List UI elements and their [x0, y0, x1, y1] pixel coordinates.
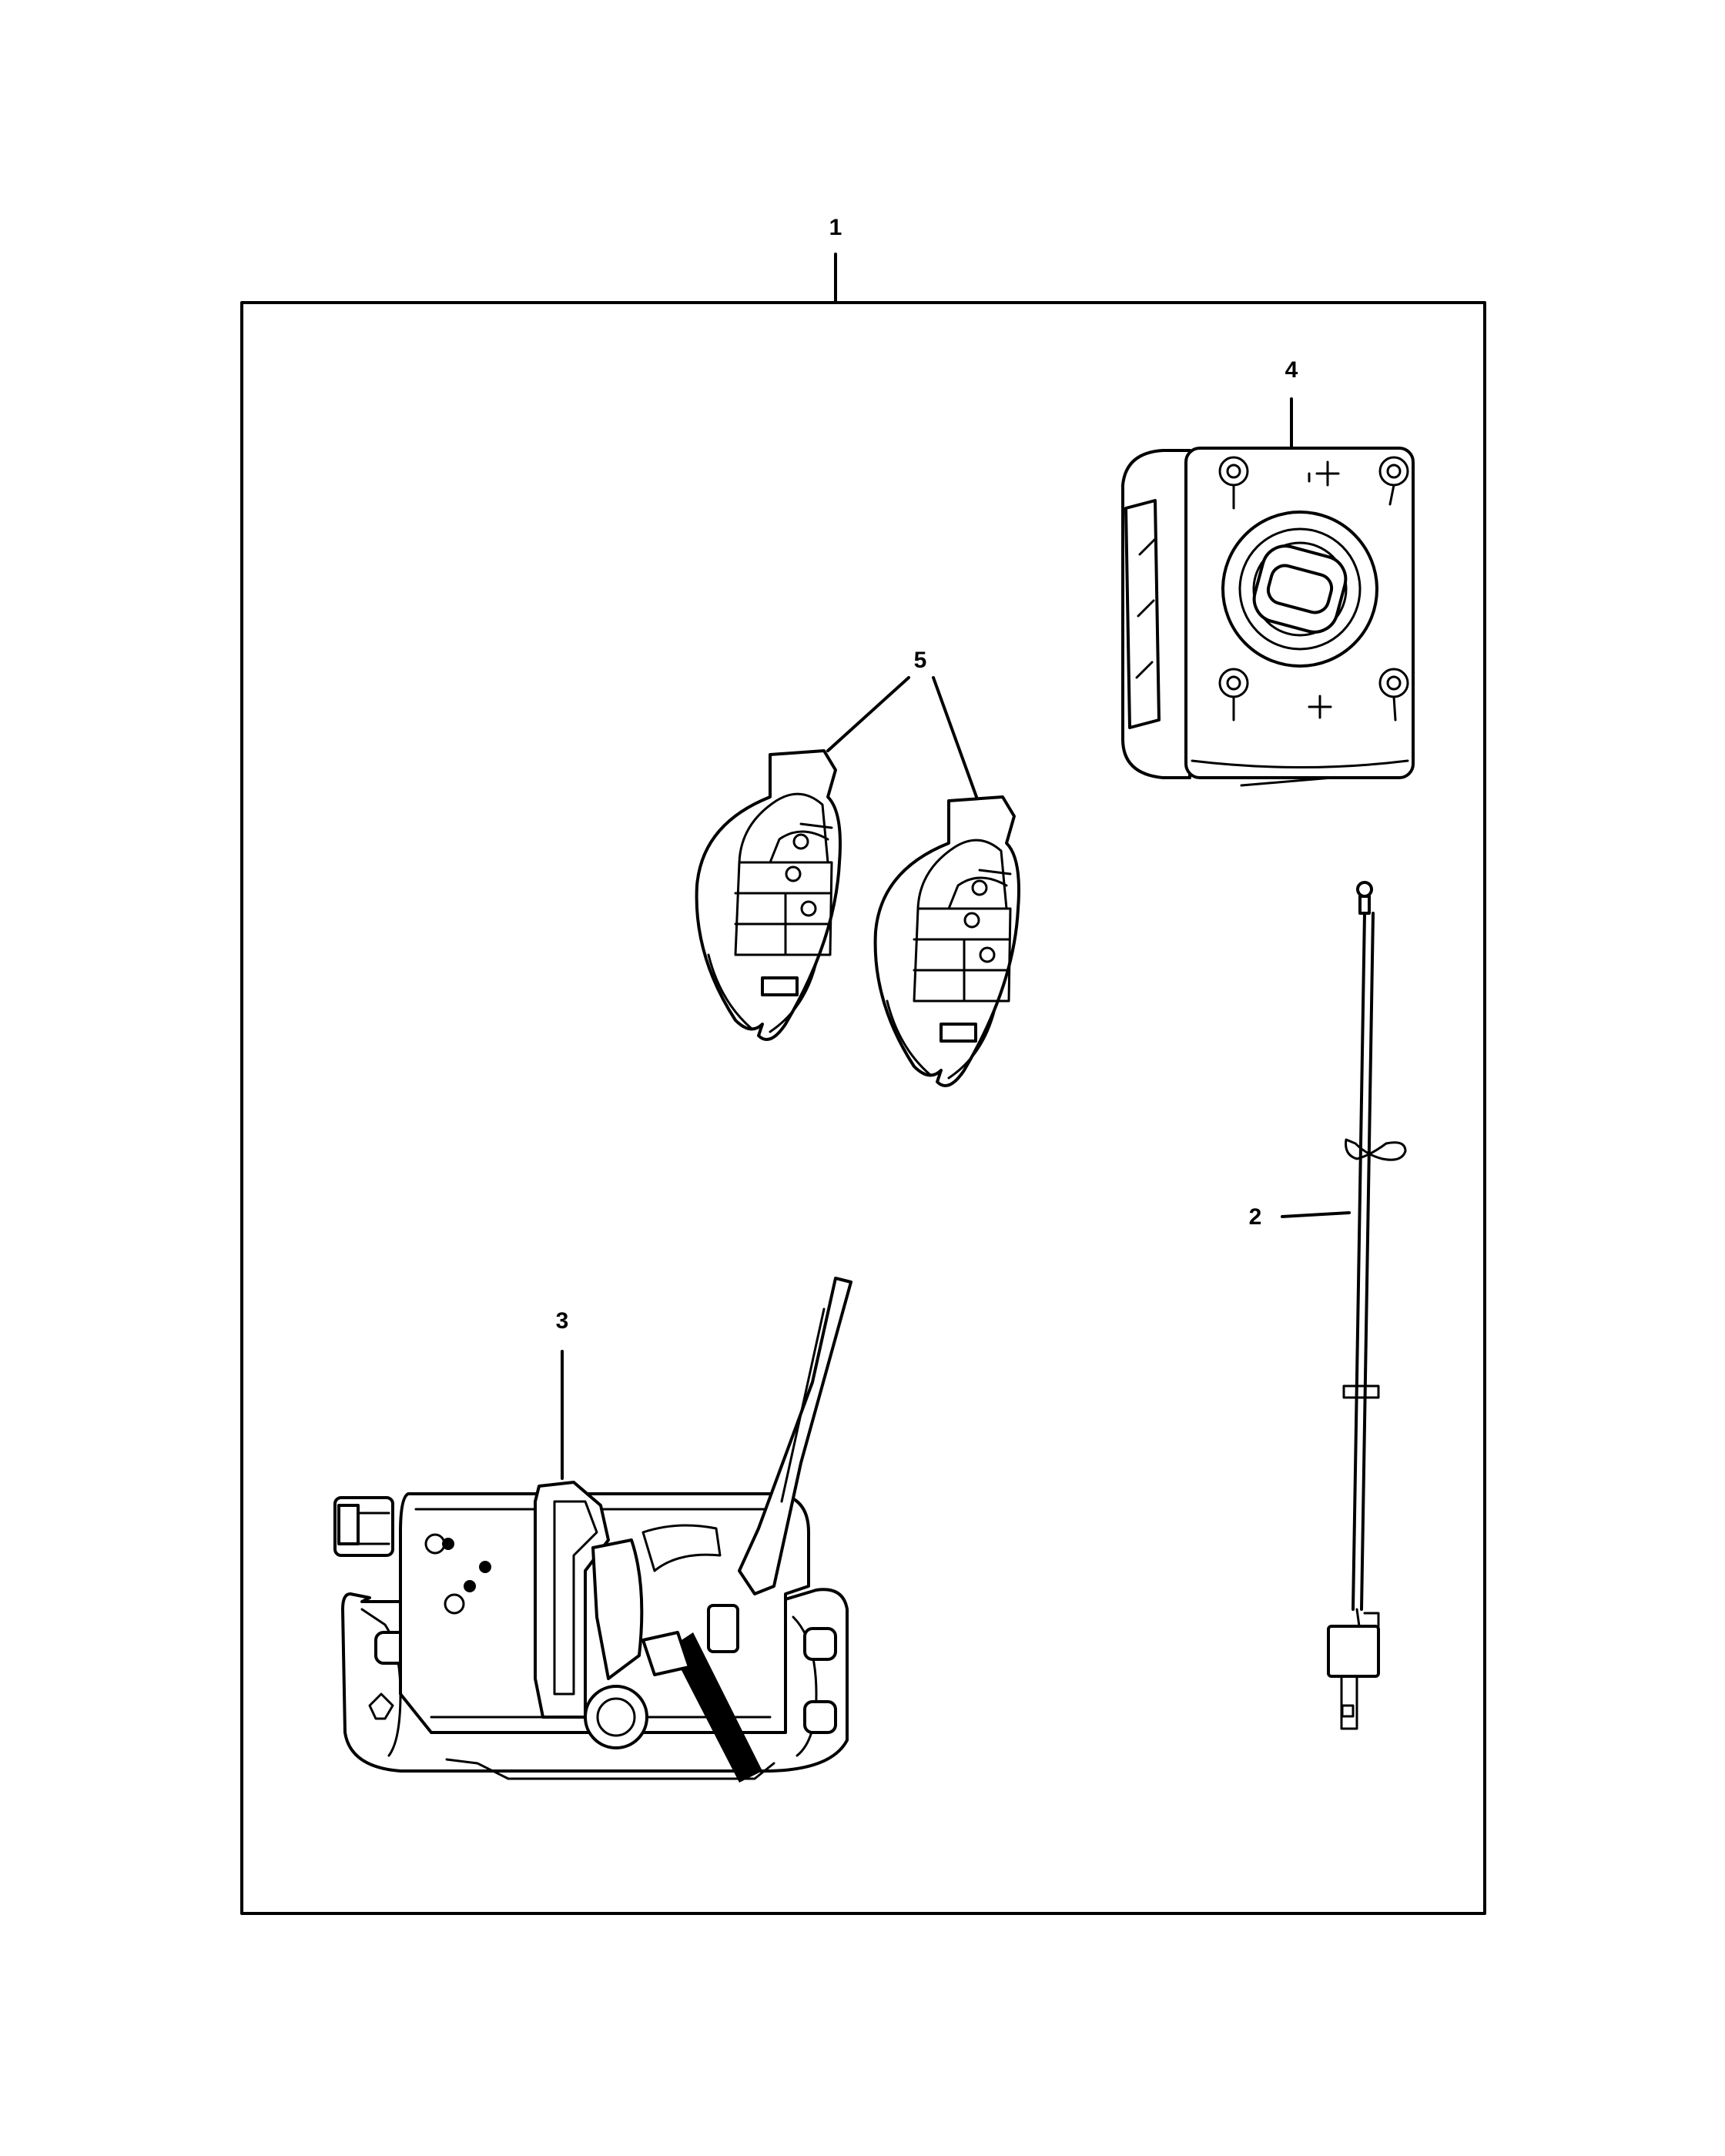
key-fob — [873, 795, 1020, 1087]
kit-frame — [240, 301, 1486, 1915]
callout-1: 1 — [829, 215, 842, 240]
leader-line-5a — [826, 676, 910, 752]
hood-latch — [333, 1277, 852, 1783]
leader-line-2 — [1281, 1211, 1351, 1218]
callout-5: 5 — [914, 648, 927, 673]
leader-line-5b — [932, 676, 978, 798]
callout-4: 4 — [1285, 357, 1298, 383]
key-fob — [695, 749, 842, 1041]
callout-2: 2 — [1249, 1204, 1262, 1230]
antenna — [1327, 881, 1407, 1730]
ignition-module — [1121, 447, 1415, 787]
callout-3: 3 — [556, 1308, 569, 1334]
